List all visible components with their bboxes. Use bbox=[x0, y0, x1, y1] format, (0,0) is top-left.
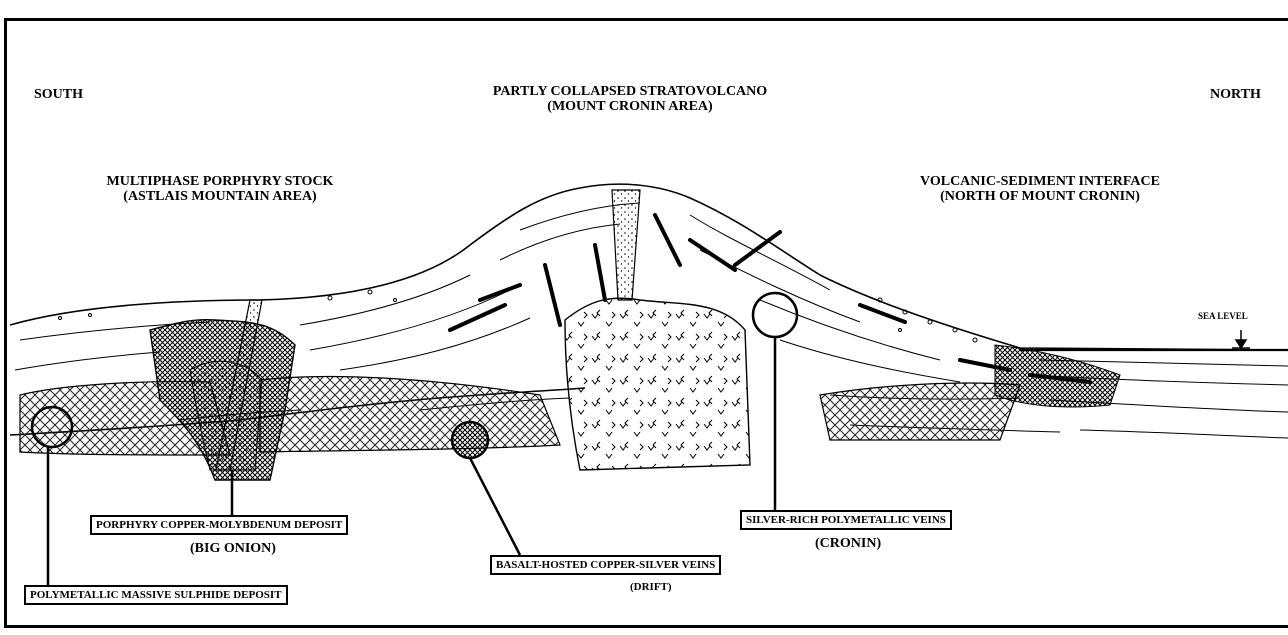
sea-level-label: SEA LEVEL bbox=[1198, 312, 1248, 321]
vent-conduit bbox=[612, 190, 640, 300]
drift-label: (DRIFT) bbox=[630, 582, 672, 594]
volcano-title-line2: (MOUNT CRONIN AREA) bbox=[440, 100, 820, 115]
massive-sulphide-label: POLYMETALLIC MASSIVE SULPHIDE DEPOSIT bbox=[24, 585, 288, 605]
volcano-title-line1: PARTLY COLLAPSED STRATOVOLCANO bbox=[440, 85, 820, 100]
volcano-title: PARTLY COLLAPSED STRATOVOLCANO (MOUNT CR… bbox=[440, 85, 820, 114]
sea-level-arrow bbox=[1232, 330, 1250, 348]
sediment-lens-north bbox=[995, 345, 1120, 407]
volcanic-vent bbox=[565, 298, 750, 470]
basalt-deposit-label: BASALT-HOSTED COPPER-SILVER VEINS bbox=[490, 555, 721, 575]
basalt-layer-middle bbox=[260, 376, 560, 452]
stock-title: MULTIPHASE PORPHYRY STOCK (ASTLAIS MOUNT… bbox=[50, 175, 390, 204]
interface-title-line1: VOLCANIC-SEDIMENT INTERFACE bbox=[860, 175, 1220, 190]
interface-title-line2: (NORTH OF MOUNT CRONIN) bbox=[860, 190, 1220, 205]
cronin-locator-circle bbox=[753, 293, 797, 337]
porphyry-deposit-label: PORPHYRY COPPER-MOLYBDENUM DEPOSIT bbox=[90, 515, 348, 535]
north-label: NORTH bbox=[1210, 88, 1261, 103]
drift-locator-circle bbox=[452, 422, 488, 458]
stock-title-line2: (ASTLAIS MOUNTAIN AREA) bbox=[50, 190, 390, 205]
big-onion-label: (BIG ONION) bbox=[190, 542, 276, 557]
interface-title: VOLCANIC-SEDIMENT INTERFACE (NORTH OF MO… bbox=[860, 175, 1220, 204]
stock-title-line1: MULTIPHASE PORPHYRY STOCK bbox=[50, 175, 390, 190]
basalt-layer-north bbox=[820, 383, 1020, 440]
cronin-label: (CRONIN) bbox=[815, 537, 881, 552]
silver-deposit-label: SILVER-RICH POLYMETALLIC VEINS bbox=[740, 510, 952, 530]
south-label: SOUTH bbox=[34, 88, 83, 103]
